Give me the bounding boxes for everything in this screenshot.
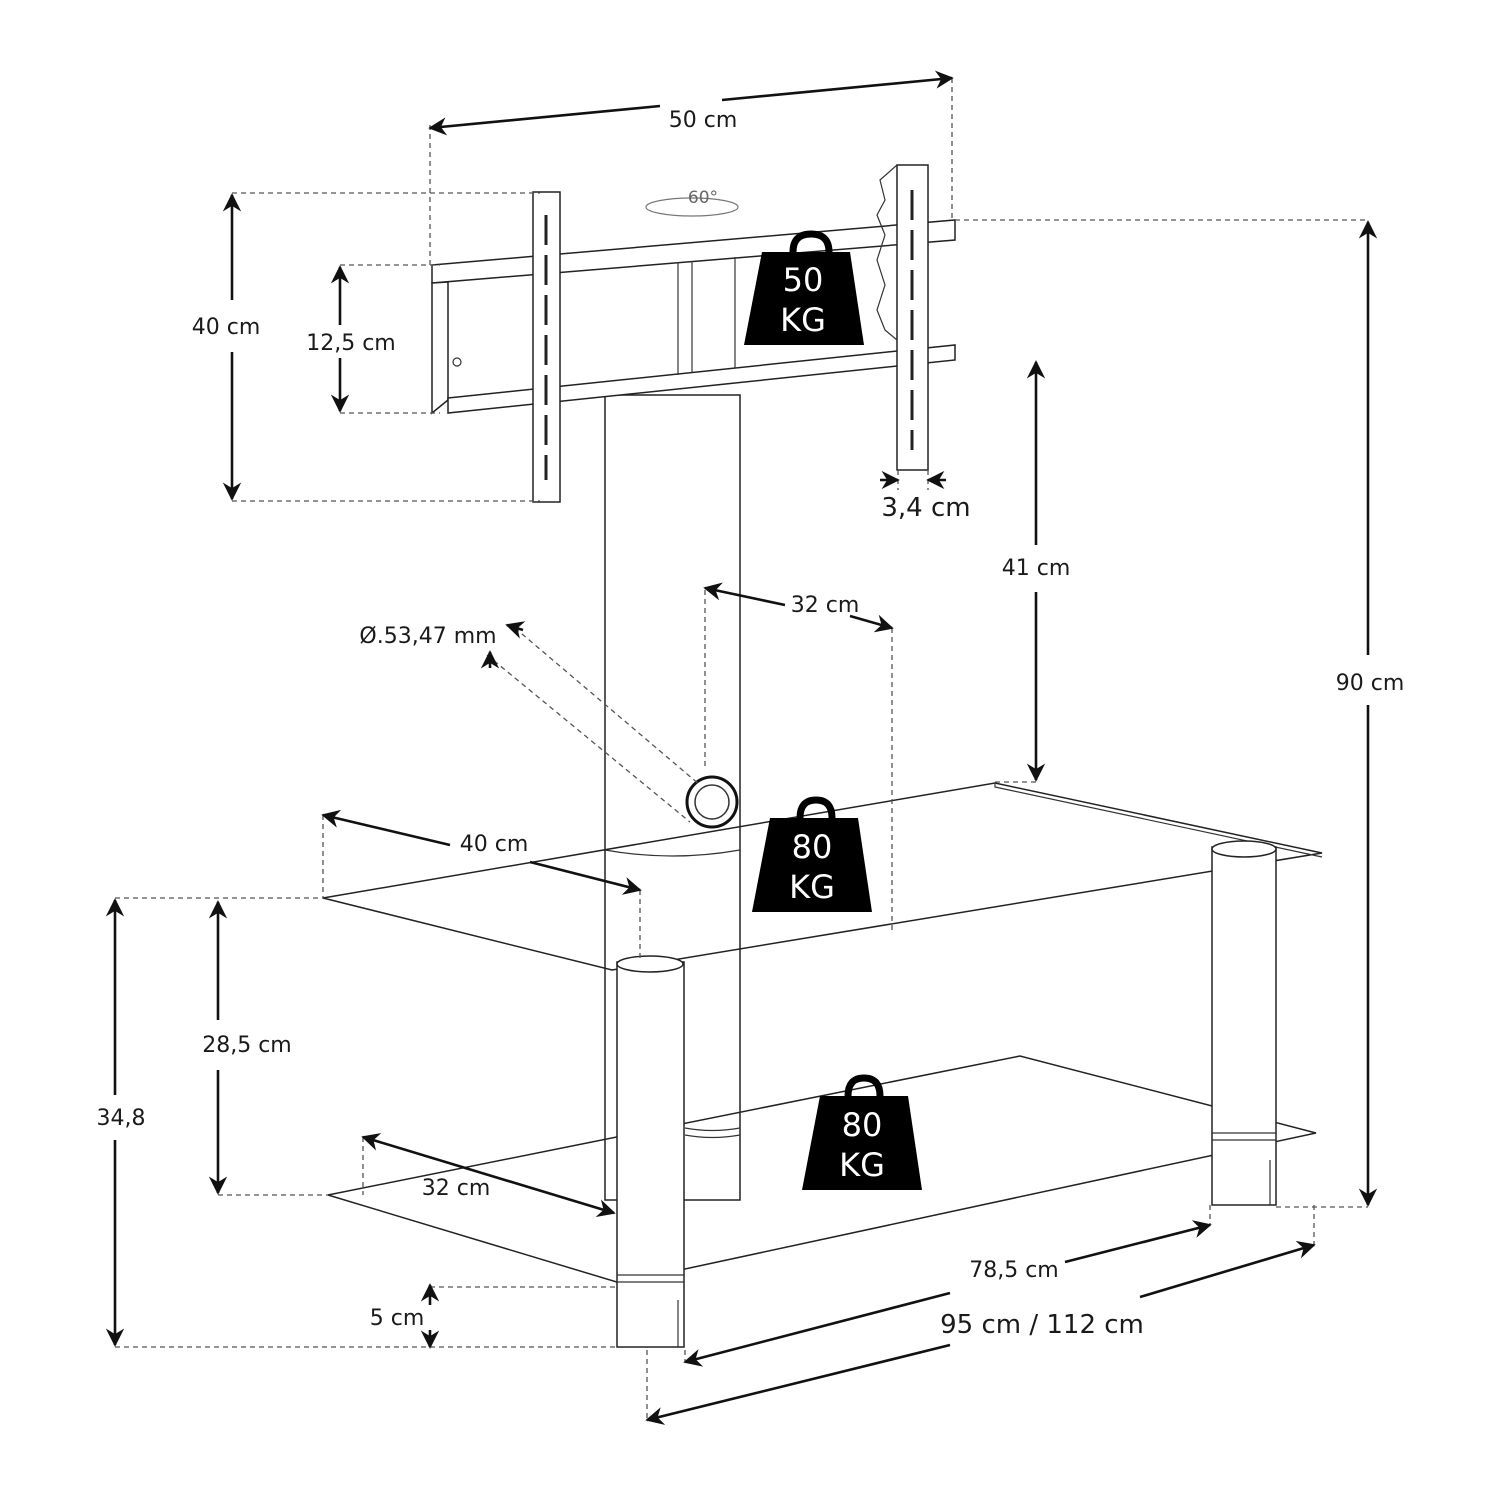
leg-back — [1211, 840, 1277, 1206]
bottom-shelf-depth-label: 32 cm — [422, 1176, 491, 1201]
tube-diameter-label: Ø.53,47 mm — [359, 624, 496, 649]
leg-front — [616, 955, 685, 1348]
bottom-shelf-load-value: 80 — [842, 1106, 883, 1144]
inner-width-label: 78,5 cm — [969, 1258, 1059, 1283]
rotation-label: 60° — [688, 188, 718, 208]
weight-80kg-top-icon: 80 KG — [752, 796, 872, 912]
top-shelf-height-label: 34,8 — [97, 1106, 146, 1131]
bottom-shelf-load-unit: KG — [839, 1146, 885, 1184]
rail-spacing-label: 12,5 cm — [306, 331, 396, 356]
mount-load-unit: KG — [780, 301, 826, 339]
top-shelf-load-value: 80 — [792, 828, 833, 866]
foot-height-label: 5 cm — [370, 1306, 425, 1331]
mount-height-label: 40 cm — [192, 315, 261, 340]
wall-mount — [431, 164, 956, 503]
top-shelf-depth-label: 40 cm — [460, 832, 529, 857]
mount-load-value: 50 — [783, 261, 824, 299]
shelf-spacing-label: 28,5 cm — [202, 1033, 292, 1058]
dimension-arrows — [105, 70, 1378, 1425]
total-height-label: 90 cm — [1336, 671, 1405, 696]
shelf-to-mount-label: 41 cm — [1002, 556, 1071, 581]
column-offset-label: 32 cm — [791, 593, 860, 618]
weight-80kg-bottom-icon: 80 KG — [802, 1074, 922, 1190]
weight-50kg-icon: 50 KG — [744, 230, 864, 345]
top-shelf-load-unit: KG — [789, 868, 835, 906]
cable-tube — [685, 775, 739, 829]
bottom-glass-shelf — [327, 1055, 1317, 1284]
total-width-label: 95 cm / 112 cm — [940, 1310, 1144, 1340]
extension-lines — [115, 78, 1368, 1420]
mount-width-label: 50 cm — [669, 108, 738, 133]
mount-depth-label: 3,4 cm — [881, 493, 970, 523]
